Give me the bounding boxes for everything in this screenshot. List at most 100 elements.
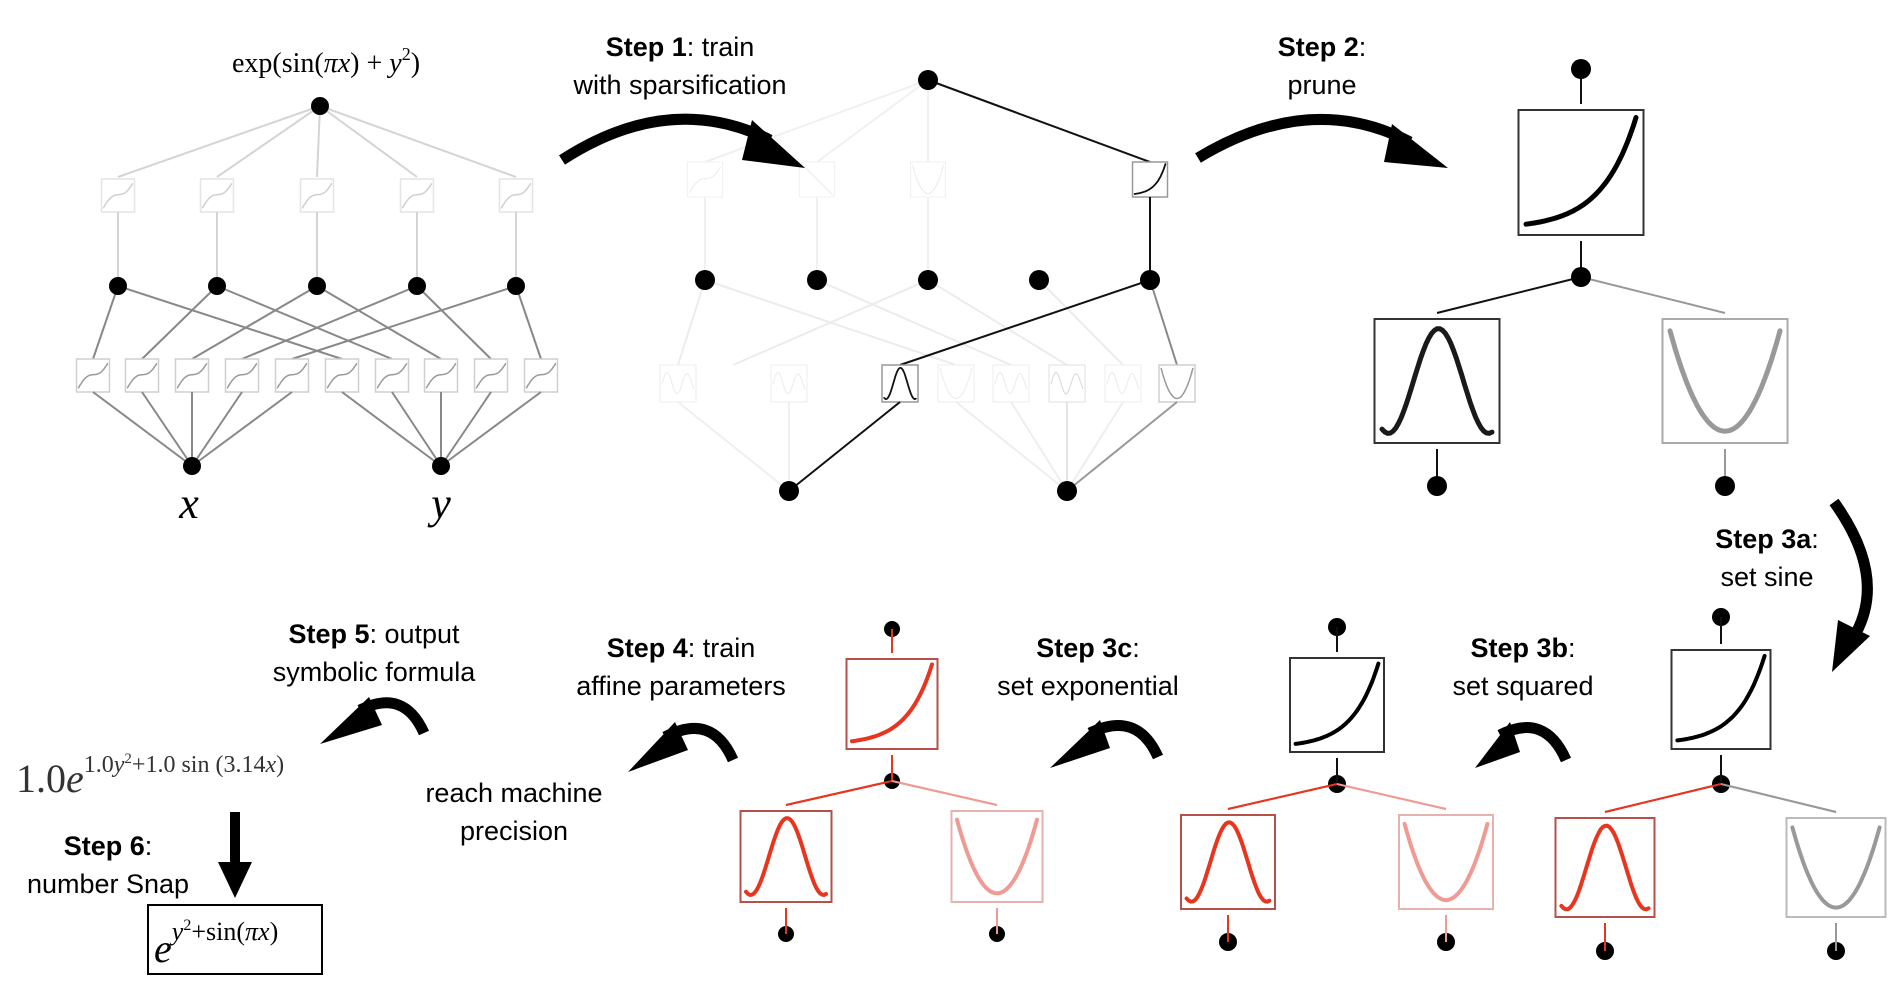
output-node xyxy=(1571,59,1591,79)
edge-faint xyxy=(704,79,929,163)
edge-faint xyxy=(1010,401,1068,492)
activation-frame xyxy=(1398,814,1494,910)
sine-activation xyxy=(1373,318,1501,444)
activation-curve xyxy=(994,371,1028,395)
lower-activation xyxy=(473,358,509,393)
activation-curve xyxy=(1184,820,1272,904)
exp-activation xyxy=(845,658,939,750)
activation-curve xyxy=(276,363,308,389)
lower-activation xyxy=(274,358,310,393)
arrow-head xyxy=(1832,620,1870,672)
activation-curve xyxy=(1675,653,1767,743)
input-node xyxy=(1057,481,1077,501)
activation-frame xyxy=(75,358,111,393)
step6-label: Step 6: number Snap xyxy=(27,831,189,899)
activation-frame xyxy=(770,364,808,403)
step3c-arrow xyxy=(1050,720,1164,768)
hidden-node xyxy=(807,270,827,290)
activation-curve xyxy=(401,183,433,209)
edge-left xyxy=(1436,276,1582,314)
arrow-head xyxy=(1475,722,1520,768)
svg-text:affine parameters: affine parameters xyxy=(576,671,786,701)
svg-text:Step 6:: Step 6: xyxy=(64,831,153,861)
arrow-head xyxy=(320,697,382,744)
arrow-shaft xyxy=(559,113,773,165)
input-node xyxy=(1427,476,1447,496)
input-node xyxy=(1715,476,1735,496)
faint-activation xyxy=(1104,364,1142,403)
edge-input xyxy=(341,391,442,467)
edge-mid xyxy=(1066,401,1178,492)
faint-activation xyxy=(909,161,947,198)
activation-curve xyxy=(1050,371,1084,395)
input-label-y: y xyxy=(427,479,451,528)
step5-arrow xyxy=(320,697,430,744)
step6-arrow xyxy=(218,812,252,898)
activation-frame xyxy=(124,358,160,393)
edge-faint xyxy=(1038,279,1124,366)
activation-frame xyxy=(909,161,947,198)
active-exp-activation xyxy=(1131,161,1169,198)
edge-active xyxy=(788,401,901,492)
exp-activation xyxy=(1517,109,1645,236)
edge-faint xyxy=(732,279,929,366)
output-node xyxy=(311,97,329,115)
target-formula: exp(sin(πx) + y2) xyxy=(232,44,420,79)
activation-frame xyxy=(174,358,210,393)
svg-text:Step 5: output: Step 5: output xyxy=(288,619,460,649)
activation-frame xyxy=(274,358,310,393)
edge-top xyxy=(316,105,321,178)
initial-network xyxy=(75,97,559,475)
arrow-head xyxy=(218,862,252,898)
edge-mid xyxy=(291,285,517,360)
sine-activation xyxy=(739,810,833,903)
svg-text:set squared: set squared xyxy=(1452,671,1593,701)
lower-activation xyxy=(174,358,210,393)
svg-text:Step 3a:: Step 3a: xyxy=(1715,524,1819,554)
edge-top xyxy=(319,105,517,178)
step2-arrow xyxy=(1195,113,1448,168)
snapped-formula-box xyxy=(147,904,323,975)
hidden-node xyxy=(109,277,127,295)
edge-mid xyxy=(216,285,393,360)
activation-curve xyxy=(425,363,457,389)
parabola-activation xyxy=(1398,814,1494,910)
input-node xyxy=(183,457,201,475)
input-node xyxy=(432,457,450,475)
faint-activation xyxy=(937,364,975,403)
active-sine-activation xyxy=(881,364,919,403)
parabola-activation xyxy=(1158,364,1196,403)
edge-mid xyxy=(117,285,343,360)
edge-top xyxy=(216,105,321,178)
edge-mid xyxy=(92,285,119,360)
edge-overlay xyxy=(891,780,998,806)
activation-curve xyxy=(525,363,557,389)
arrow-head xyxy=(1050,720,1110,768)
activation-frame xyxy=(1048,364,1086,403)
hidden-node xyxy=(1029,270,1049,290)
activation-frame xyxy=(845,658,939,750)
parabola-activation xyxy=(950,810,1044,903)
activation-frame xyxy=(1517,109,1645,236)
edge-input xyxy=(440,391,542,467)
activation-curve xyxy=(661,371,695,395)
arrow-shaft xyxy=(230,812,240,867)
activation-frame xyxy=(224,358,260,393)
step3b-label: Step 3b: set squared xyxy=(1452,633,1593,701)
faint-activation xyxy=(770,364,808,403)
svg-text:reach machine: reach machine xyxy=(425,778,602,808)
activation-curve xyxy=(176,363,208,389)
activation-curve xyxy=(955,817,1039,896)
arrow-shaft xyxy=(1195,113,1413,163)
edge-top xyxy=(319,105,418,178)
activation-curve xyxy=(1790,825,1882,910)
parabola-activation xyxy=(1785,817,1887,918)
lower-activation xyxy=(124,358,160,393)
svg-text:number Snap: number Snap xyxy=(27,869,189,899)
activation-frame xyxy=(1785,817,1887,918)
step3b-arrow xyxy=(1475,722,1572,768)
activation-curve xyxy=(1559,823,1651,912)
edge-mid xyxy=(1149,279,1178,366)
activation-frame xyxy=(1289,657,1385,753)
activation-curve xyxy=(500,183,532,209)
